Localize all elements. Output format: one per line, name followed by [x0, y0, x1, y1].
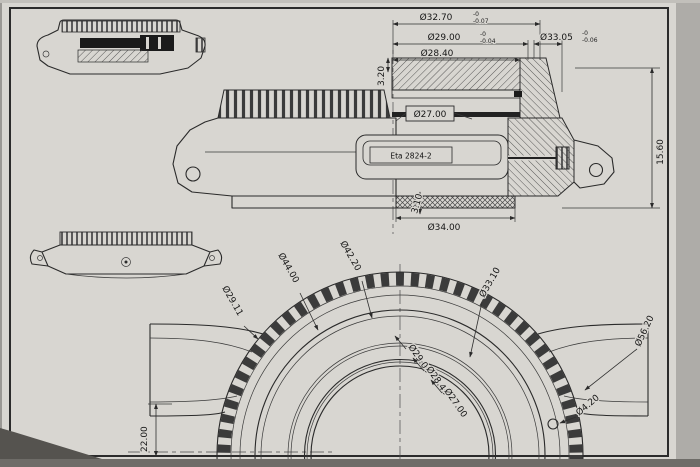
lug-hole: [185, 166, 201, 182]
bezel-teeth-elevation: [217, 89, 391, 119]
circle-d27: [310, 365, 490, 467]
dim-dial-seat: Ø29.00: [428, 32, 461, 43]
bottom-edge-shadow: [0, 459, 700, 467]
lug-inner-line: [149, 395, 238, 403]
lug-inner-line: [548, 337, 649, 353]
leader: [584, 348, 638, 391]
leader: [412, 357, 425, 372]
crystal-gasket: [514, 91, 522, 97]
bezel-teeth-ring: [217, 272, 583, 467]
right-lug-plan: [537, 323, 649, 417]
side-view-middle-left: [29, 231, 223, 279]
left-lug: [29, 249, 49, 267]
cross-section-view: Eta 2824-2 Ø27.00 Ø32.70 -0 -0.07 Ø29.00…: [172, 10, 667, 234]
lug-edge: [149, 323, 264, 335]
crown-icon: [195, 37, 206, 53]
left-lug-plan: [149, 323, 264, 417]
bore-dim-box: [405, 105, 455, 122]
crystal-section: [391, 57, 521, 91]
leader: [361, 280, 373, 319]
leader: [394, 335, 407, 350]
lug-inner-line: [563, 395, 649, 403]
lug-edge: [575, 411, 649, 417]
tol-dial-lower: -0.04: [480, 38, 496, 45]
leader: [430, 379, 443, 394]
movement-label-box: [369, 146, 453, 164]
dim-crystal-od: Ø32.70: [420, 12, 453, 23]
side-view-top-left: [36, 19, 206, 75]
circle-d29: [303, 358, 497, 467]
crown-slot: [146, 37, 149, 49]
drawing-frame: [9, 7, 669, 457]
lug-hole: [37, 255, 43, 261]
leader: [559, 416, 577, 424]
leader: [453, 112, 473, 120]
hatched-midcase: [77, 49, 149, 63]
crown-assembly: [140, 35, 174, 51]
tol-bezel-upper: -0: [582, 30, 588, 37]
lug-inner-line: [149, 337, 253, 353]
dial-section: [392, 112, 520, 117]
dim-back-od: Ø34.00: [428, 222, 461, 233]
circle-d44: [254, 309, 546, 467]
right-edge-shadow: [676, 0, 700, 467]
movement-inner: [362, 140, 502, 166]
caseback-arc: [65, 273, 187, 279]
case-hole: [121, 257, 131, 267]
right-lug: [203, 249, 223, 267]
dim-crystal-height: 3.20: [377, 66, 387, 86]
crown-slot: [158, 37, 161, 49]
dim-crystal-id: Ø28.40: [421, 48, 454, 59]
circle-d33-1: [290, 345, 510, 467]
lug-hole: [209, 255, 215, 261]
lug-edge: [537, 323, 649, 335]
lug-hole: [588, 162, 604, 178]
movement-label: Eta 2824-2: [390, 152, 431, 161]
circle-d42-2: [260, 315, 540, 467]
corner-shadow: [0, 428, 128, 467]
lug-hole: [42, 50, 50, 58]
leader: [243, 325, 259, 340]
top-edge: [0, 0, 700, 3]
gasket-band: [80, 38, 140, 48]
dim-22-00: 22.00: [140, 426, 150, 452]
dim-movement-bore: Ø27.00: [414, 109, 447, 120]
dim-bezel-seat: Ø33.05: [540, 32, 573, 43]
tol-crystal-upper: -0: [473, 11, 479, 18]
leader: [299, 292, 319, 331]
crown-section: [555, 146, 570, 170]
leader: [395, 112, 407, 122]
bezel-knurl-band: [61, 20, 181, 33]
circle-d28-4: [306, 361, 494, 467]
teeth-inner-circle: [230, 285, 570, 467]
dim-case-height: 15.60: [656, 139, 666, 165]
caseback-elevation: [231, 196, 396, 209]
bezel-hole: [547, 418, 559, 430]
tol-dial-upper: -0: [480, 31, 486, 38]
teeth-outer-circle: [216, 271, 584, 467]
leader: [469, 301, 483, 358]
coin-edge-bezel: [59, 231, 193, 246]
tol-bezel-lower: -0.06: [582, 37, 598, 44]
case-hole-center: [124, 260, 128, 264]
tol-crystal-lower: -0.07: [473, 18, 489, 25]
bezel-surface-circle: [239, 294, 561, 467]
circle-d34: [287, 342, 513, 467]
right-lug-elevation: [573, 139, 615, 189]
